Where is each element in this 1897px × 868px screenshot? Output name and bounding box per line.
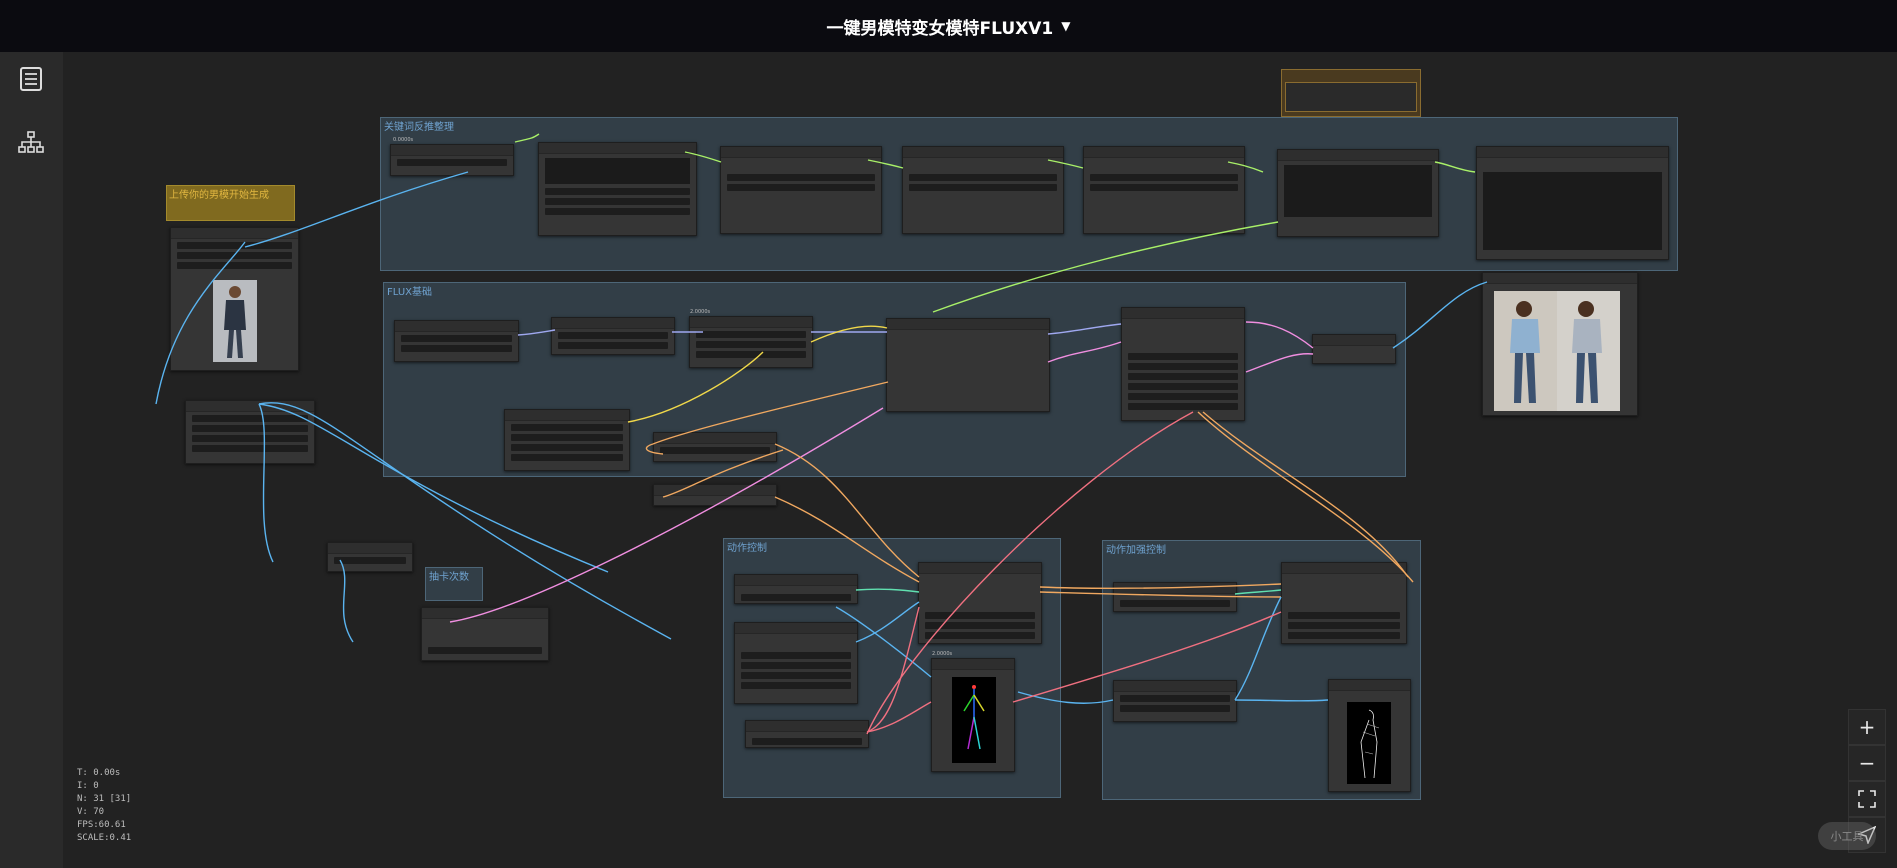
sidebar [0,52,64,868]
vae-decode-node[interactable] [1312,334,1396,364]
edge-preview-node[interactable] [1328,679,1411,792]
apply-controlnet[interactable] [918,562,1042,644]
prompt-node-3[interactable] [720,146,882,234]
seed-node[interactable] [421,607,549,661]
output-preview-node[interactable] [1482,272,1638,416]
group-draw-count[interactable]: 抽卡次数 [425,567,483,601]
pose-image-loader[interactable] [745,720,869,748]
minus-icon: − [1858,751,1876,775]
pose-preprocessor[interactable] [734,622,858,704]
stat-fps: FPS:60.61 [77,820,126,830]
note-text: 上传你的男模开始生成 [169,190,269,201]
navigate-icon [1858,826,1876,844]
flux-empty-latent[interactable] [653,484,777,506]
workflow-title[interactable]: 一键男模特变女模特FLUXV1 [826,18,1054,39]
stat-scale: SCALE:0.41 [77,833,132,843]
watermark: 小工具 [1818,822,1876,850]
stats-overlay: T: 0.00s I: 0 N: 31 [31] V: 70 FPS:60.61… [77,767,131,845]
flux-loader-3[interactable]: 2.0000s [689,309,813,368]
node-canvas[interactable]: 关键词反推整理 FLUX基础 动作控制 动作加强控制 抽卡次数 上传你的男模开始… [63,52,1897,868]
zoom-in-button[interactable]: + [1848,709,1886,745]
edge-image [1347,702,1391,784]
zoom-out-button[interactable]: − [1848,745,1886,781]
flux-lora-node[interactable] [504,409,630,471]
node-tree-icon[interactable] [14,125,48,159]
note-top[interactable] [1281,69,1421,117]
male-model-image [213,280,257,362]
prompt-node-6[interactable] [1277,149,1439,237]
stat-nodes: N: 31 [31] [77,794,132,804]
prompt-node-5[interactable] [1083,146,1245,234]
resize-image-node[interactable] [185,400,315,464]
small-node-a[interactable] [327,542,413,572]
load-image-node[interactable] [170,227,299,371]
sampler-node[interactable] [886,318,1050,412]
stat-time: T: 0.00s [77,768,121,778]
document-list-icon[interactable] [14,62,48,96]
group-title: FLUX基础 [387,287,432,298]
pose-skeleton-image [952,677,996,763]
flux-loader-2[interactable] [551,317,675,355]
depth-loader[interactable] [1113,582,1237,612]
apply-controlnet-2[interactable] [1281,562,1407,644]
flux-sampler-node[interactable] [1121,307,1245,421]
flux-loader-1[interactable] [394,320,519,362]
group-title: 动作控制 [727,543,767,554]
node-time: 2.0000s [690,309,711,315]
prompt-node-2[interactable] [538,142,697,236]
fit-view-button[interactable] [1848,781,1886,817]
note-upload[interactable]: 上传你的男模开始生成 [166,185,295,221]
node-time: 2.0000s [932,651,953,657]
plus-icon: + [1858,715,1876,739]
edge-preprocessor[interactable] [1113,680,1237,722]
generated-female-image [1494,291,1620,411]
group-title: 关键词反推整理 [384,122,454,133]
caret-down-icon[interactable]: ▼ [1061,19,1071,33]
locate-button[interactable] [1848,817,1886,853]
group-title: 抽卡次数 [429,572,469,583]
top-bar: 一键男模特变女模特FLUXV1 ▼ [0,0,1897,52]
fullscreen-icon [1858,790,1876,808]
controlnet-loader[interactable] [734,574,858,604]
stat-v: V: 70 [77,807,105,817]
group-title: 动作加强控制 [1106,545,1166,556]
pose-preview-node[interactable]: 2.0000s [931,651,1015,772]
prompt-node-7[interactable] [1476,146,1669,260]
prompt-node-4[interactable] [902,146,1064,234]
stat-i: I: 0 [77,781,99,791]
prompt-node-1[interactable]: 0.0000s [390,137,514,176]
flux-guidance-node[interactable] [653,432,777,462]
node-time: 0.0000s [393,137,414,143]
